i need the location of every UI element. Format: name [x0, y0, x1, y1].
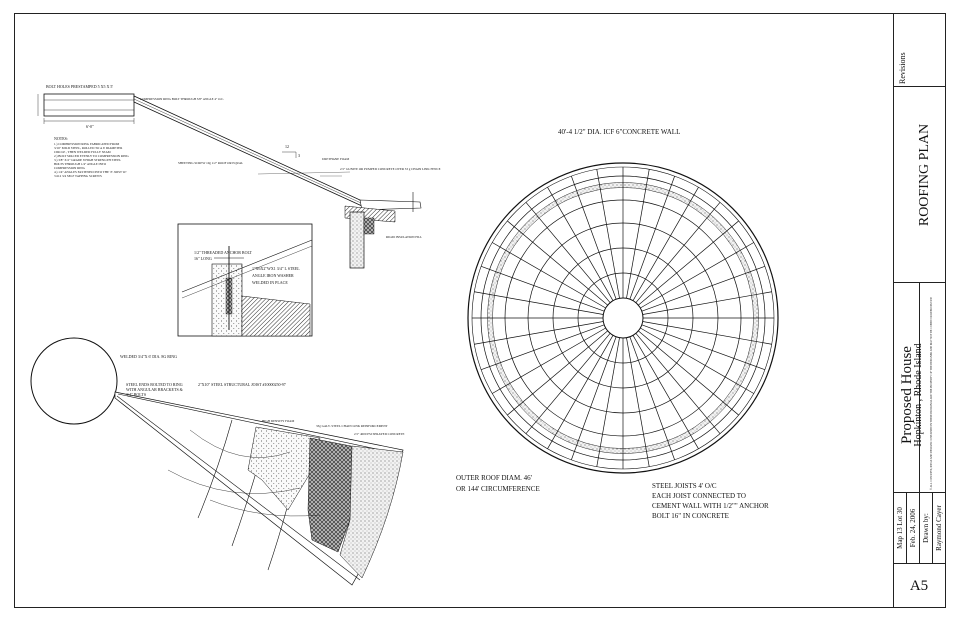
circumference-label: OR 144' CIRCUMFERENCE — [456, 485, 540, 493]
bolt-holes-note: BOLT HOLES PRESTAMPED 5 X5 X 5' — [46, 84, 113, 89]
ring-callout: COMPRESSION RING BOLT THROUGH 3/8" ANGLE… — [140, 97, 224, 101]
angle-label-3: WELDED IN PLACE — [252, 280, 288, 285]
joist-line — [640, 327, 754, 394]
note-line-6: BOLTS THROUGH 1/4" ANGLE INTO — [54, 162, 107, 166]
joist-line — [629, 336, 675, 461]
joist-line — [474, 291, 604, 315]
joist-note-3: CEMENT WALL WITH 1/2"" ANCHOR — [652, 502, 769, 510]
roof-plan — [467, 162, 779, 474]
joist-note-1: STEEL JOISTS 4' O/C — [652, 482, 717, 490]
roof-segment-detail — [30, 337, 404, 586]
gunite-label: 2.5" GUNITE OR PUMPED CONCRETE OVER 33 g… — [340, 167, 441, 171]
joist-line — [626, 337, 650, 467]
ring-diameter-label: WELDED 3/4"X 6' DIA. 8G RING — [120, 354, 177, 359]
joist-line — [629, 175, 675, 300]
joist-line — [641, 266, 766, 312]
section-wall — [349, 211, 365, 269]
joist-line — [525, 333, 611, 434]
sheet-border — [14, 13, 946, 608]
wall-label: 40'-4 1/2" DIA. ICF 6"CONCRETE WALL — [558, 128, 680, 136]
note-line-5: 3.) 3/8" X 6" GRADE 8 HIGH STRENGTH STEE… — [54, 158, 121, 162]
outer-diameter-label: OUTER ROOF DIAM. 46' — [456, 474, 532, 482]
joist-label: 2"X10" STEEL STRUCTURAL JOIST #10000250-… — [198, 382, 286, 387]
slope-run: 12 — [285, 144, 289, 149]
anchor-detail — [177, 223, 313, 337]
note-line-7: COMPRESSION RING — [54, 166, 86, 170]
joist-line — [638, 330, 739, 416]
note-line-1: 1.) COMPRESSION RING FABRICATED FROM — [54, 142, 119, 146]
sheet-number: A5 — [910, 578, 928, 594]
joist-line — [547, 187, 614, 301]
title-block — [893, 13, 946, 608]
sheet-title: ROOFING PLAN — [917, 124, 932, 226]
joist-line — [632, 335, 699, 449]
note-line-8: 4.) 1/4" ANGLES FASTENED INTO THE 'Z' JO… — [54, 170, 127, 174]
note-line-2: 3/16" MILD STEEL, ROLLED TO A 6' DIAMETE… — [54, 146, 123, 151]
outer-roof-edge — [467, 162, 779, 474]
note-line-4: 2.) BOLT SPACED EVENLY TO COMPRESSION RI… — [54, 154, 129, 158]
drawn-by-name: Raymond Cayer — [935, 504, 943, 550]
concrete-label: 2.5" 4000 PSI SPRAYED CONCRETE — [354, 432, 405, 436]
roof-section — [37, 93, 422, 269]
joist-line — [571, 175, 617, 300]
screws-label: SHEETING SCREW 10g 1/2" ROOF OR EQUAL — [178, 161, 243, 165]
anchor-length-label: 16" LONG — [194, 256, 212, 261]
mesh-label: 33g GALV. STEEL CHAIN LINK REINFORCEMENT — [316, 424, 388, 428]
project-location: Hopkinton , Rhode Island — [913, 343, 924, 446]
joist-line — [642, 291, 772, 315]
drawn-by-label: Drawn by: — [922, 513, 930, 543]
joist-line — [480, 324, 605, 370]
map-lot: Map 13 Lot 30 — [896, 507, 904, 549]
joist-line — [547, 335, 614, 449]
joist-line — [596, 337, 620, 467]
joist-line — [492, 242, 606, 309]
joist-line — [507, 330, 608, 416]
joist-line — [626, 169, 650, 299]
joist-line — [642, 321, 772, 345]
anchor-bolt-label: 1/2" THREADED ANCHOR BOLT — [194, 250, 253, 255]
joist-line — [640, 242, 754, 309]
steel-ends-label-2: WITH ANGULAR BRACKETS & — [126, 387, 184, 392]
angle-label-2: ANGLE IRON WASHER — [252, 273, 294, 278]
notes-header: NOTES: — [54, 136, 68, 141]
slope-rise: 3 — [298, 153, 300, 158]
revisions-label: Revisions — [898, 52, 907, 84]
joist-note-4: BOLT 16" IN CONCRETE — [652, 512, 729, 520]
joist-line — [474, 321, 604, 345]
note-line-3: CIRCLE , THEN WELDED FULLY SEAM — [54, 150, 111, 155]
fill-label: RIGID INSULATION FILL — [386, 235, 422, 239]
joist-line — [635, 202, 721, 303]
note-line-9: 3 #12 3/4 SELF TAPPING SCREWS — [54, 174, 102, 178]
project-name: Proposed House — [899, 346, 915, 444]
joist-line — [638, 220, 739, 306]
joist-line — [635, 333, 721, 434]
steel-ends-label-3: 3/4" BOLTS — [126, 392, 146, 397]
joist-line — [525, 202, 611, 303]
joist-line — [507, 220, 608, 306]
joist-spokes — [472, 167, 774, 469]
joist-line — [596, 169, 620, 299]
angle-label-1: 1"X6X2"WX1 3/4" L STEEL — [252, 266, 300, 271]
compression-ring — [602, 297, 644, 339]
compression-ring-section — [43, 93, 135, 117]
joist-line — [641, 324, 766, 370]
joist-line — [480, 266, 605, 312]
segment-compression-ring — [30, 337, 118, 425]
foam-label-segment: HIGH DENSITY FOAM — [262, 419, 294, 423]
foam-label: URETHANE FOAM — [322, 157, 349, 161]
copyright-note: © ALL CONCEPTS, IDEAS AND DESIGNS CONTAI… — [930, 297, 933, 490]
joist-line — [632, 187, 699, 301]
ring-dimension: 6'-0" — [86, 124, 94, 129]
joist-note-2: EACH JOIST CONNECTED TO — [652, 492, 746, 500]
joist-line — [571, 336, 617, 461]
date: Feb. 24, 2006 — [909, 508, 917, 547]
steel-ends-label-1: STEEL ENDS BOLTED TO RING — [126, 382, 183, 387]
joist-line — [492, 327, 606, 394]
